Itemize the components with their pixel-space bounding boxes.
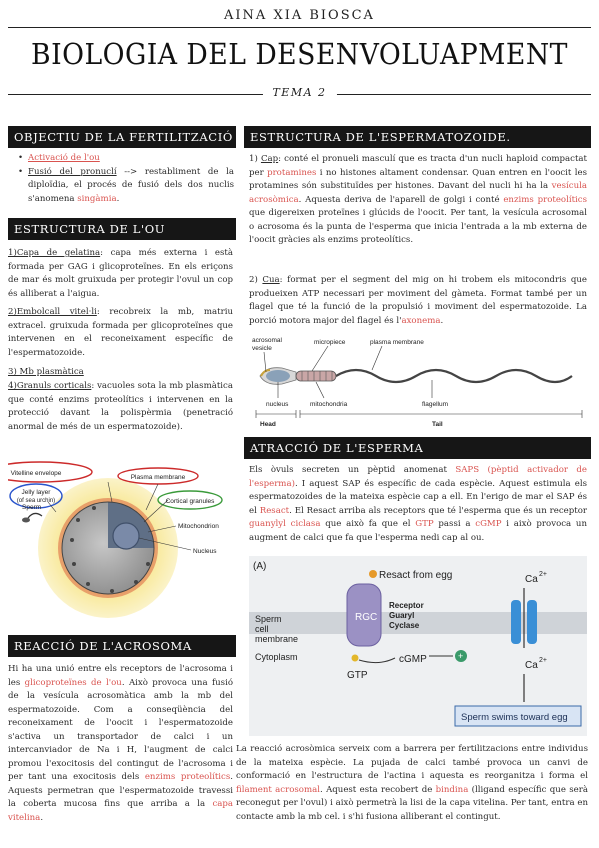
label-membrane: membrane (255, 634, 298, 644)
label-nucleus: nucleus (266, 401, 289, 408)
channel-right (527, 600, 537, 644)
label-sperm: Sperm (22, 504, 41, 511)
acrosoma-paragraph: Hi ha una unió entre els receptors de l'… (8, 664, 233, 823)
label-acrosomal: acrosomal (252, 337, 283, 344)
label-ca-bottom: Ca (525, 660, 538, 671)
label-mitochondria: mitochondria (310, 401, 348, 408)
label-tail: Tail (432, 421, 443, 428)
author-name: AINA XIA BIOSCA (224, 8, 375, 23)
plus-badge (455, 650, 467, 662)
arrow-gtp-cgmp (358, 657, 396, 664)
rgc-receptor-shape (346, 583, 382, 647)
ou-paragraph-2: 2)Embolcall vitel·li: recobreix la mb, m… (8, 307, 233, 358)
label-rgc: RGC (355, 612, 377, 623)
objectiu-list: Activació de l'ou Fusió del pronuclí -->… (16, 152, 234, 206)
label-resact: Resact from egg (379, 570, 452, 581)
esperma-paragraph-2: 2) Cua: format per el segment del mig on… (249, 275, 587, 326)
flagellum-shape (335, 368, 573, 384)
heading-atraccio-esperma: ATRACCIÓ DE L'ESPERMA (244, 437, 591, 459)
label-jelly: Jelly layer (22, 489, 52, 496)
atraccio-paragraph: Els òvuls secreten un pèptid anomenat SA… (249, 465, 587, 543)
label-cortical: Cortical granules (166, 498, 216, 505)
membrane-band (249, 612, 587, 634)
final-paragraph: La reacció acrosòmica serveix com a barr… (236, 744, 588, 822)
ou-paragraph-1: 1)Capa de gelatina: capa més externa i e… (8, 248, 234, 299)
nucleus-shape (112, 522, 140, 550)
label-jelly-sub: (of sea urchin) (17, 498, 55, 504)
label-sperm: Sperm (255, 614, 282, 624)
header-divider (8, 27, 591, 28)
label-nucleus: Nucleus (193, 548, 217, 555)
label-plasma: Plasma membrane (131, 474, 186, 481)
ou-paragraph-3: 3) Mb plasmàtica (8, 367, 84, 377)
list-item: Fusió del pronuclí --> restabliment de l… (16, 166, 234, 207)
gtp-shape (351, 654, 359, 662)
label-guanylyl: Guaryl (389, 611, 414, 620)
label-mitochondrion: Mitochondrion (178, 523, 219, 530)
resact-signaling-diagram: (A) Resact from egg Sperm cell membrane … (249, 556, 587, 736)
page-title: BIOLOGIA DEL DESENVOLUAPMENT (31, 37, 568, 71)
acrosome-shape (260, 369, 271, 377)
callout-ring-vitelline (8, 461, 93, 483)
plus-glyph: + (458, 651, 463, 661)
heading-objectiu: OBJECTIU DE LA FERTILITZACIÓ (8, 126, 236, 148)
sperm-shape (27, 512, 43, 519)
heading-estructura-esperma: ESTRUCTURA DE L'ESPERMATOZOIDE. (244, 126, 591, 148)
label-cyclase: Cyclase (389, 621, 420, 630)
label-ca-bottom-sup: 2+ (539, 657, 547, 664)
resact-ligand (369, 570, 377, 578)
callout-ring-cortical (157, 490, 223, 510)
tema-label: TEMA 2 (262, 86, 337, 99)
list-item: Activació de l'ou (16, 152, 234, 166)
label-cell: cell (255, 624, 269, 634)
esperma-paragraph-1: 1) Cap: conté el pronueli masculí que es… (249, 154, 588, 245)
label-cytoplasm: Cytoplasm (255, 652, 298, 662)
callout-ring-jelly (9, 483, 63, 509)
heading-estructura-ou: ESTRUCTURA DE L'OU (8, 218, 236, 240)
swim-box (454, 705, 582, 727)
sperm-structure-diagram: acrosomal vesicle micropiece plasma memb… (252, 337, 583, 428)
label-ca-top: Ca (525, 574, 538, 585)
heading-reaccio-acrosoma: REACCIÓ DE L'ACROSOMA (8, 635, 236, 657)
label-plasma-membrane: plasma membrane (370, 339, 424, 346)
label-gtp: GTP (347, 670, 368, 681)
label-ca-top-sup: 2+ (539, 571, 547, 578)
ou-paragraph-4: 4)Granuls corticals: vacuoles sota la mb… (8, 381, 233, 432)
label-micropiece: micropiece (314, 339, 346, 346)
label-head: Head (260, 421, 276, 428)
label-receptor: Receptor (389, 601, 424, 610)
channel-left (511, 600, 521, 644)
label-flagellum: flagellum (422, 401, 448, 408)
label-vitelline: Vitelline envelope (11, 470, 62, 477)
label-panel: (A) (253, 561, 266, 572)
tema-row: TEMA 2 (8, 86, 591, 102)
sperm-nucleus-shape (266, 370, 290, 382)
egg-structure-diagram: Vitelline envelope Plasma membrane Jelly… (8, 461, 223, 618)
label-vesicle: vesicle (252, 345, 272, 352)
label-swim: Sperm swims toward egg (461, 712, 568, 723)
label-cgmp: cGMP (399, 654, 427, 665)
